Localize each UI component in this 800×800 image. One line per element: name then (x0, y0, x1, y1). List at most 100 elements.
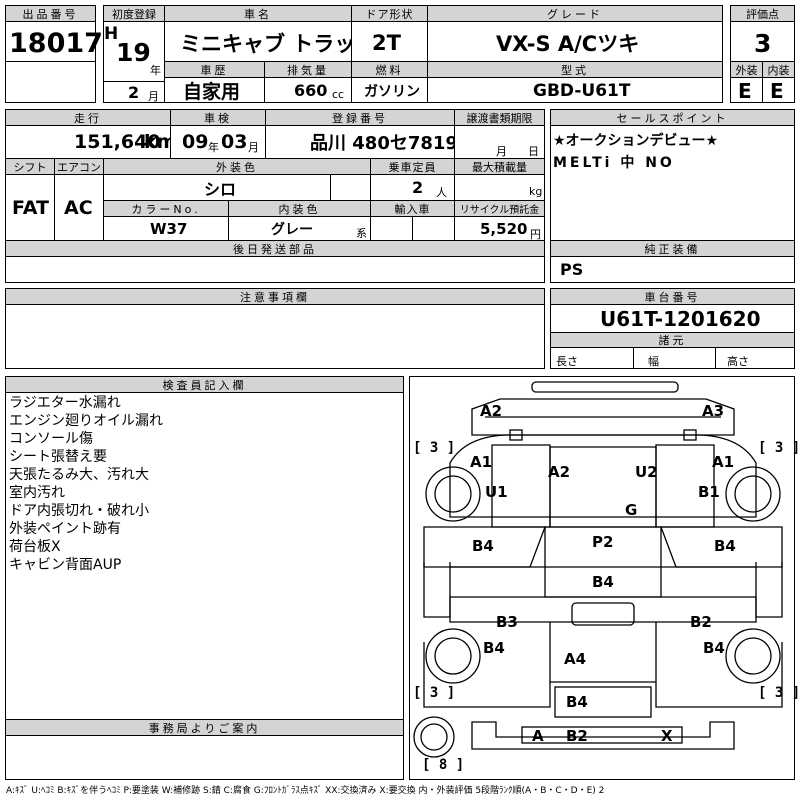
lot-no-label: 出品番号 (5, 5, 96, 22)
genuine-equip-cell (550, 256, 795, 283)
exterior-label: 外装 (730, 61, 763, 78)
shift-cell (5, 174, 55, 241)
damage-mark-fender-fl: A1 (470, 453, 493, 471)
damage-mark-fender-fr: A1 (712, 453, 735, 471)
inspection-label: 車検 (170, 109, 266, 126)
first-reg-label: 初度登録 (103, 5, 165, 22)
recycle-label: リサイクル預託金 (454, 200, 545, 217)
sales-point-line-2: MELTi 中 NO (553, 155, 675, 171)
inspector-note: 荷台板X (9, 539, 61, 555)
damage-mark-step-r: B4 (714, 537, 736, 555)
spec-width-label: 幅 (648, 355, 659, 368)
displacement-label: 排気量 (264, 61, 352, 78)
genuine-equip: PS (560, 260, 584, 279)
exterior-grade: E (738, 78, 752, 103)
sales-point-label: セールスポイント (550, 109, 795, 126)
genuine-equip-label: 純正装備 (550, 240, 795, 257)
inspector-note: キャビン背面AUP (9, 557, 122, 573)
spec-width-cell (633, 347, 716, 369)
damage-mark-roof-right: A3 (702, 402, 725, 420)
truck-outline (413, 381, 783, 758)
damage-mark-door-l: U1 (485, 483, 508, 501)
model-code-label: 型式 (427, 61, 723, 78)
first-reg-month: 2 (128, 82, 140, 102)
caution-cell (5, 304, 545, 369)
car-name-label: 車名 (164, 5, 352, 22)
fuel-cell (351, 77, 428, 103)
deadline-day-unit: 日 (528, 145, 539, 158)
inspector-cell (5, 392, 404, 720)
inspector-note: シート張替え要 (9, 449, 107, 465)
aircon: AC (64, 197, 93, 219)
damage-mark-bumper-r: X (661, 727, 673, 745)
damage-mark-windshield: G (625, 501, 638, 519)
ext-color-cell (103, 174, 371, 201)
specs-label: 諸元 (550, 332, 795, 348)
mileage-label: 走行 (5, 109, 171, 126)
inspection-year-unit: 年 (208, 141, 219, 154)
shift: FAT (12, 197, 49, 219)
exterior-cell (730, 77, 763, 103)
deadline-month-unit: 月 (496, 145, 507, 158)
capacity: 2 (412, 178, 424, 197)
grade-label: グレード (427, 5, 723, 22)
damage-mark-rear-fender-l: B4 (483, 639, 505, 657)
recycle-unit: 円 (530, 228, 541, 241)
damage-mark-tire-fr: [ 3 ] (758, 440, 800, 456)
shift-label: シフト (5, 158, 55, 175)
int-color-suffix: 系 (356, 227, 367, 240)
color-no: W37 (150, 219, 188, 238)
displacement-cell (264, 77, 352, 103)
later-parts-cell (5, 256, 545, 283)
int-color: グレー (271, 221, 313, 238)
car-name-cell (164, 21, 352, 62)
inspector-note: コンソール傷 (9, 431, 93, 447)
ext-color: シロ (204, 179, 237, 199)
chassis-no-label: 車台番号 (550, 288, 795, 305)
damage-mark-bed-r: B2 (690, 613, 712, 631)
damage-mark-bed: A4 (564, 650, 587, 668)
damage-mark-step-l: B4 (472, 537, 494, 555)
office-cell (5, 735, 404, 780)
lot-no: 18017 (9, 27, 103, 59)
model-code: GBD-U61T (533, 80, 631, 101)
first-reg-year-unit: 年 (150, 64, 161, 77)
model-code-cell (427, 77, 723, 103)
history: 自家用 (183, 81, 241, 103)
aircon-label: エアコン (54, 158, 104, 175)
color-no-label: カラーNo. (103, 200, 229, 217)
inspector-note: ドア内張切れ・破れ小 (9, 503, 149, 519)
damage-mark-bumper-c: B2 (566, 727, 588, 745)
mileage-unit: km (144, 131, 177, 153)
later-parts-label: 後日発送部品 (5, 240, 545, 257)
displacement-unit: cc (332, 88, 345, 101)
plate-label: 登録番号 (265, 109, 455, 126)
inspection-month: 03 (221, 131, 248, 153)
damage-legend: A:ｷｽﾞ U:ﾍｺﾐ B:ｷｽﾞを伴うﾍｺﾐ P:要塗装 W:補修跡 S:錆 … (6, 786, 605, 796)
inspector-notes: ラジエター水漏れ エンジン廻りオイル漏れ コンソール傷 シート張替え要 天張たる… (9, 394, 163, 574)
damage-mark-hood-right: U2 (635, 463, 658, 481)
damage-mark-bed-l: B3 (496, 613, 518, 631)
office-label: 事務局よりご案内 (5, 719, 404, 736)
history-label: 車歴 (164, 61, 265, 78)
grade: VX-S A/Cツキ (496, 32, 640, 56)
interior-grade: E (770, 78, 784, 103)
max-load-unit: kg (529, 185, 543, 198)
import-label: 輸入車 (370, 200, 455, 217)
damage-diagram: A2 A3 [ 3 ] [ 3 ] A1 A1 A2 U2 U1 B1 G B4… (409, 376, 800, 780)
int-color-cell (228, 216, 371, 241)
lot-no-cell (5, 21, 96, 62)
capacity-cell (370, 174, 455, 201)
fuel: ガソリン (364, 83, 420, 100)
inspector-note: エンジン廻りオイル漏れ (9, 413, 163, 429)
spec-length-label: 長さ (556, 355, 578, 368)
damage-mark-bed-front: B4 (592, 573, 614, 591)
transfer-deadline-label: 譲渡書類期限 (454, 109, 545, 126)
plate: 品川 480セ7819 (310, 133, 458, 154)
sales-point-line-1: ★オークションデビュー★ (553, 133, 719, 149)
int-color-label: 内装色 (228, 200, 371, 217)
chassis-no: U61T-1201620 (600, 306, 761, 331)
capacity-unit: 人 (436, 186, 447, 199)
damage-mark-cabin: P2 (592, 533, 614, 551)
damage-mark-hood-left: A2 (548, 463, 571, 481)
